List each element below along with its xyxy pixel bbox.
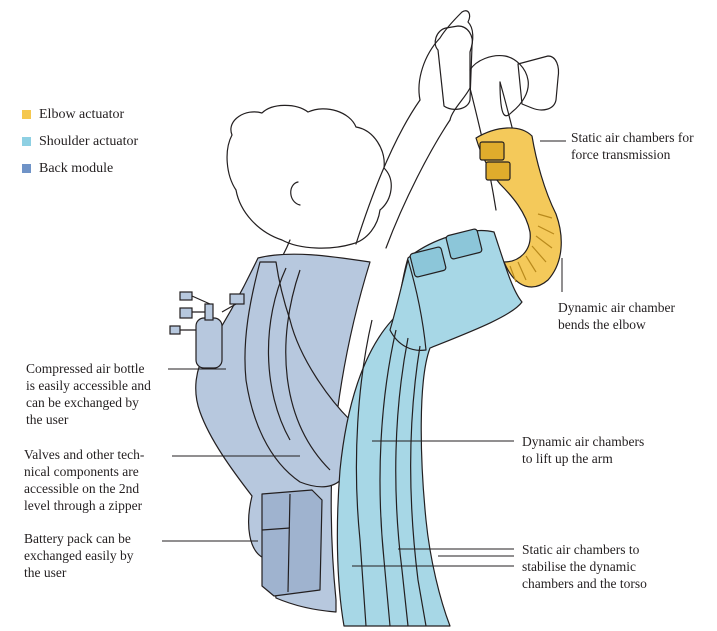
head-outline	[227, 105, 391, 248]
phone	[435, 26, 472, 109]
legend-item-elbow: Elbow actuator	[22, 101, 138, 128]
legend-label-back: Back module	[39, 161, 113, 177]
raised-hand-right	[470, 56, 528, 116]
camera	[518, 56, 559, 110]
annotation-static-force: Static air chambers for force transmissi…	[571, 129, 694, 163]
legend-swatch-back	[22, 164, 31, 173]
ear	[291, 182, 300, 205]
annotation-static-stabilise: Static air chambers to stabilise the dyn…	[522, 541, 647, 592]
legend-label-elbow: Elbow actuator	[39, 107, 124, 123]
annotation-battery: Battery pack can be exchanged easily by …	[24, 530, 133, 581]
legend-item-shoulder: Shoulder actuator	[22, 128, 138, 155]
elbow-clip-top	[480, 142, 504, 160]
upper-arm	[356, 100, 450, 248]
legend-item-back: Back module	[22, 155, 138, 182]
annotation-bottle: Compressed air bottle is easily accessib…	[26, 360, 151, 428]
battery-pack	[262, 490, 322, 596]
shoulder-actuator	[337, 231, 522, 626]
annotation-dynamic-lift: Dynamic air chambers to lift up the arm	[522, 433, 644, 467]
legend-swatch-shoulder	[22, 137, 31, 146]
annotation-dynamic-elbow: Dynamic air chamber bends the elbow	[558, 299, 675, 333]
legend: Elbow actuator Shoulder actuator Back mo…	[22, 101, 138, 182]
legend-swatch-elbow	[22, 110, 31, 119]
elbow-clip-bottom	[486, 162, 510, 180]
annotation-valves: Valves and other tech- nical components …	[24, 446, 144, 514]
legend-label-shoulder: Shoulder actuator	[39, 134, 138, 150]
